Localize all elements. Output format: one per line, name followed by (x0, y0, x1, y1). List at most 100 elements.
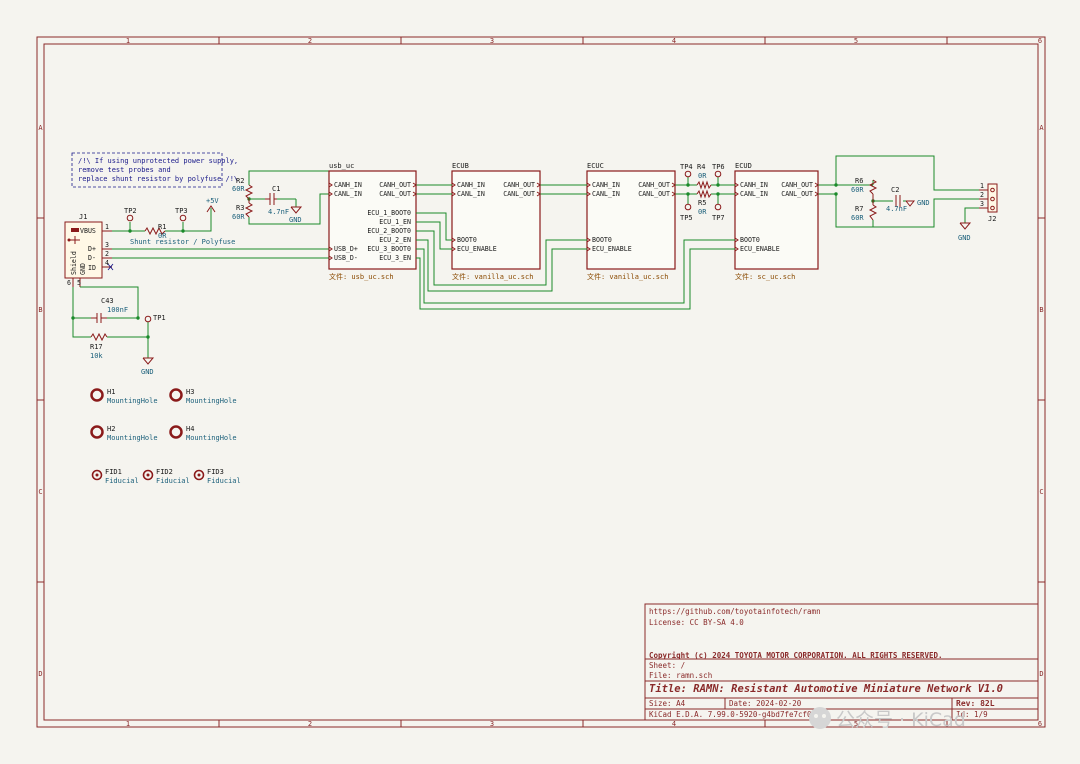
mounting-hole-h2[interactable]: H2 MountingHole (90, 425, 158, 442)
tb-title: Title: RAMN: Resistant Automotive Miniat… (649, 683, 1003, 695)
r1-ref: R1 (158, 223, 166, 231)
test-point-tp4[interactable]: TP4 (680, 163, 693, 178)
test-point-tp2[interactable]: TP2 (124, 207, 137, 222)
ecuc-pin-boot0: BOOT0 (592, 236, 612, 244)
test-point-tp3[interactable]: TP3 (175, 207, 188, 222)
usb-pin-usb-dm: USB_D- (334, 254, 358, 262)
r5-ref: R5 (698, 199, 706, 207)
c1-value: 4.7nF (268, 208, 289, 216)
watermark: 公众号 · KiCad (809, 707, 966, 731)
capacitor-c1[interactable]: C1 4.7nF (265, 185, 289, 216)
j2-pin-3: 3 (980, 200, 984, 208)
tb-date: Date: 2024-02-20 (729, 699, 802, 708)
usb-connector-j1[interactable]: J1 VBUS D+ D- ID Shield GND 1 3 2 4 6 5 (64, 213, 114, 287)
h2-ref: H2 (107, 425, 115, 433)
j1-pin-3: 3 (105, 241, 109, 249)
power-5v-symbol: +5V (206, 197, 219, 213)
usb-pin-ecu1-boot0: ECU_1_BOOT0 (367, 209, 411, 217)
resistor-r3[interactable]: R3 60R (232, 199, 254, 221)
note-line-3: replace shunt resistor by polyfuse /!\ (78, 175, 238, 183)
fid3-ref: FID3 (207, 468, 224, 476)
warning-note: /!\ If using unprotected power supply, r… (71, 152, 238, 188)
fid2-value: Fiducial (156, 477, 190, 485)
test-point-tp6[interactable]: TP6 (712, 163, 725, 178)
tb-id: Id: 1/9 (956, 710, 988, 719)
tb-file: File: ramn.sch (649, 671, 712, 680)
drawing-frame: 1 2 3 4 5 6 1 2 3 4 5 6 A B C D A B C D (36, 36, 1046, 728)
fiducial-fid2[interactable]: FID2 Fiducial (142, 468, 190, 485)
grid-row-b-right: B (1039, 306, 1043, 314)
capacitor-c43[interactable]: C43 100nF (91, 297, 128, 323)
tb-copyright: Copyright (c) 2024 TOYOTA MOTOR CORPORAT… (649, 651, 943, 660)
resistor-r4[interactable]: R4 0R (696, 163, 712, 190)
grid-col-6-bottom: 6 (1038, 720, 1042, 728)
r17-ref: R17 (90, 343, 103, 351)
j1-dplus-label: D+ (88, 245, 96, 253)
tp2-ref: TP2 (124, 207, 137, 215)
fid3-value: Fiducial (207, 477, 241, 485)
c1-ref: C1 (272, 185, 280, 193)
r6-value: 60R (851, 186, 864, 194)
r4-value: 0R (698, 172, 707, 180)
ecuc-pin-ecu-enable: ECU_ENABLE (592, 245, 632, 253)
ecud-pin-ecu-enable: ECU_ENABLE (740, 245, 780, 253)
tb-rev: Rev: 82L (956, 699, 995, 708)
title-block: https://github.com/toyotainfotech/ramn L… (644, 603, 1039, 721)
grid-col-6-top: 6 (1038, 37, 1042, 45)
mounting-hole-h3[interactable]: H3 MountingHole (169, 388, 237, 405)
tp3-ref: TP3 (175, 207, 188, 215)
grid-col-2-bottom: 2 (308, 720, 312, 728)
c2-value: 4.7nF (886, 205, 907, 213)
sheet-usb-uc[interactable]: usb_uc 文件: usb_uc.sch CANH_IN CANL_IN US… (328, 162, 417, 281)
mounting-hole-h4[interactable]: H4 MountingHole (169, 425, 237, 442)
grid-row-d-right: D (1039, 670, 1043, 678)
resistor-r5[interactable]: R5 0R (696, 189, 712, 216)
note-line-2: remove test probes and (78, 166, 171, 174)
ecub-pin-canh-in: CANH_IN (457, 181, 485, 189)
ground-symbol-3: GND (905, 199, 930, 207)
j1-pin-2: 2 (105, 250, 109, 258)
capacitor-c2[interactable]: C2 4.7nF (886, 186, 907, 213)
grid-row-a-left: A (38, 124, 43, 132)
h2-value: MountingHole (107, 434, 158, 442)
grid-col-4-top: 4 (672, 37, 676, 45)
usb-pin-ecu2-en: ECU_2_EN (379, 236, 411, 244)
resistor-r2[interactable]: R2 60R (232, 177, 254, 200)
no-connect-icon (107, 263, 114, 271)
fiducial-fid3[interactable]: FID3 Fiducial (193, 468, 241, 485)
ecud-sheet-file: 文件: sc_uc.sch (735, 272, 795, 281)
resistor-r1[interactable]: R1 0R (144, 223, 167, 240)
j2-pin-2: 2 (980, 191, 984, 199)
tp7-ref: TP7 (712, 214, 725, 222)
usb-pin-canh-in: CANH_IN (334, 181, 362, 189)
h4-ref: H4 (186, 425, 194, 433)
grid-row-b-left: B (38, 306, 42, 314)
r1-value: 0R (158, 232, 167, 240)
c43-value: 100nF (107, 306, 128, 314)
sheet-ecud[interactable]: ECUD 文件: sc_uc.sch CANH_IN CANL_IN BOOT0… (734, 162, 819, 281)
ecud-pin-canl-out: CANL_OUT (781, 190, 813, 198)
test-point-tp7[interactable]: TP7 (712, 203, 725, 222)
ecud-pin-boot0: BOOT0 (740, 236, 760, 244)
c2-ref: C2 (891, 186, 899, 194)
usb-sheet-name: usb_uc (329, 162, 354, 170)
resistor-r17[interactable]: R17 10k (90, 332, 108, 360)
resistor-r6[interactable]: R6 60R (851, 177, 878, 201)
usb-sheet-file: 文件: usb_uc.sch (329, 272, 394, 281)
tb-url: https://github.com/toyotainfotech/ramn (649, 607, 821, 616)
r7-ref: R7 (855, 205, 863, 213)
fiducial-fid1[interactable]: FID1 Fiducial (91, 468, 139, 485)
usb-pin-canl-in: CANL_IN (334, 190, 362, 198)
sheet-ecub[interactable]: ECUB 文件: vanilla_uc.sch CANH_IN CANL_IN … (451, 162, 541, 281)
test-point-tp5[interactable]: TP5 (680, 203, 693, 222)
test-point-tp1[interactable]: TP1 (144, 314, 166, 323)
r7-value: 60R (851, 214, 864, 222)
j1-pin-6: 6 (67, 279, 71, 287)
j1-shield-label: Shield (70, 251, 78, 275)
connector-j2[interactable]: 1 2 3 J2 (979, 182, 998, 223)
mounting-hole-h1[interactable]: H1 MountingHole (90, 388, 158, 405)
tb-sheet: Sheet: / (649, 661, 685, 670)
tp6-ref: TP6 (712, 163, 725, 171)
sheet-ecuc[interactable]: ECUC 文件: vanilla_uc.sch CANH_IN CANL_IN … (586, 162, 676, 281)
resistor-r7[interactable]: R7 60R (851, 201, 878, 222)
